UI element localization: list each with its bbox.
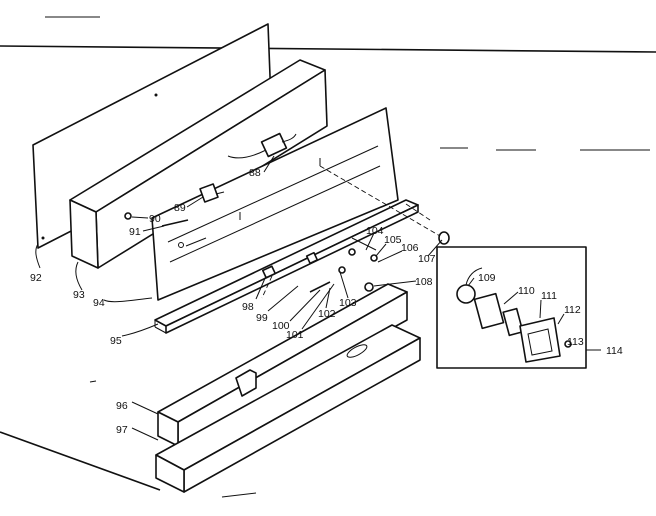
hardware-98-103 xyxy=(261,248,356,299)
callout-92: 92 xyxy=(30,272,42,284)
callout-98: 98 xyxy=(242,301,254,313)
callout-106: 106 xyxy=(401,242,419,254)
callout-104: 104 xyxy=(366,225,384,237)
callout-96: 96 xyxy=(116,400,128,412)
callout-99: 99 xyxy=(256,312,268,324)
clip-91 xyxy=(161,219,189,227)
control-panel xyxy=(151,107,399,301)
inset-detail xyxy=(436,246,601,369)
callout-111: 111 xyxy=(541,290,557,302)
callout-110: 110 xyxy=(518,285,535,297)
screw-90 xyxy=(124,212,132,220)
callout-108: 108 xyxy=(415,276,433,288)
callout-107: 107 xyxy=(418,253,436,265)
leader-lines xyxy=(35,155,565,441)
callout-105: 105 xyxy=(384,234,402,246)
mounting-channel xyxy=(154,199,419,334)
base-rail xyxy=(157,283,408,447)
callout-93: 93 xyxy=(73,289,85,301)
component-89 xyxy=(199,183,225,203)
callout-91: 91 xyxy=(129,226,141,238)
callout-89: 89 xyxy=(174,202,186,214)
kick-plate xyxy=(155,324,421,493)
callout-114: 114 xyxy=(606,345,623,357)
callout-labels: 88 89 90 91 92 93 94 95 96 97 98 99 100 … xyxy=(30,167,623,436)
callout-102: 102 xyxy=(318,308,336,320)
callout-97: 97 xyxy=(116,424,128,436)
callout-112: 112 xyxy=(564,304,581,316)
callout-103: 103 xyxy=(339,297,357,309)
switch-88 xyxy=(227,132,297,159)
scan-marks xyxy=(0,16,656,498)
callout-101: 101 xyxy=(286,329,304,341)
callout-95: 95 xyxy=(110,335,122,347)
callout-100: 100 xyxy=(272,320,290,332)
callout-109: 109 xyxy=(478,272,496,284)
callout-94: 94 xyxy=(93,297,105,309)
callout-88: 88 xyxy=(249,167,261,179)
callout-90: 90 xyxy=(149,213,161,225)
callout-113: 113 xyxy=(567,336,584,348)
